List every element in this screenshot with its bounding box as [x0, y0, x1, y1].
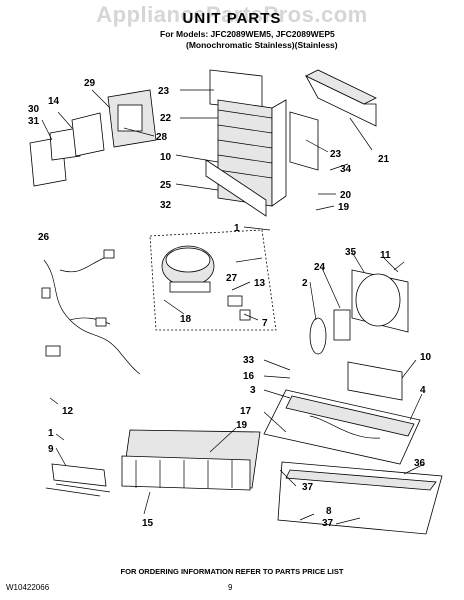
callout-3: 3 — [250, 385, 256, 396]
callout-32: 28 — [156, 132, 168, 143]
callout-13: 15 — [142, 518, 154, 529]
condenser-coil-part — [205, 69, 319, 217]
callout-14: 14 — [48, 96, 60, 107]
callout-8: 10 — [420, 352, 432, 363]
callout-6: 8 — [326, 506, 332, 517]
callout-36: 36 — [414, 458, 426, 469]
watermark: AppliancePartsPros.com — [96, 2, 368, 27]
callout-1b: 1 — [48, 428, 54, 439]
callout-26: 26 — [38, 232, 50, 243]
callout-labels: 29 14 30 31 28 23 22 10 25 32 23 34 21 2… — [28, 78, 432, 529]
callout-34: 29 — [84, 78, 96, 89]
callout-22: 22 — [160, 113, 172, 124]
model-list: For Models: JFC2089WEM5, JFC2089WEP5 (Mo… — [160, 29, 338, 51]
callout-29: 34 — [340, 164, 352, 175]
callout-2: 2 — [302, 278, 308, 289]
callout-5: 7 — [262, 318, 268, 329]
callout-20: 21 — [378, 154, 390, 165]
callout-18: 19 — [236, 420, 248, 431]
callout-23a: 23 — [158, 86, 170, 97]
base-plate-part — [263, 361, 421, 465]
callout-27: 27 — [226, 273, 238, 284]
callout-23b: 23 — [330, 149, 342, 160]
callout-33: 30 — [28, 104, 40, 115]
callout-4: 4 — [420, 385, 426, 396]
wiring-harness-part — [41, 249, 141, 375]
compressor-part — [149, 229, 277, 331]
callout-12: 13 — [254, 278, 266, 289]
callout-19: 19 — [338, 202, 350, 213]
callout-28: 32 — [160, 200, 172, 211]
page-title: UNIT PARTS — [182, 10, 282, 27]
control-box-part — [29, 89, 157, 187]
callout-9: 11 — [380, 250, 391, 261]
condenser-fan-part — [309, 261, 409, 355]
callout-30: 33 — [243, 355, 255, 366]
callout-35: 31 — [28, 116, 40, 127]
page-number: 9 — [228, 583, 233, 592]
callout-1a: 1 — [234, 223, 240, 234]
callout-37a: 37 — [302, 482, 314, 493]
callout-25: 25 — [160, 180, 172, 191]
callout-37b: 37 — [322, 518, 334, 529]
ordering-note: FOR ORDERING INFORMATION REFER TO PARTS … — [120, 567, 344, 576]
callout-15: 16 — [243, 371, 255, 382]
callout-21: 20 — [340, 190, 352, 201]
air-duct-part — [305, 69, 377, 127]
callout-17: 18 — [180, 314, 192, 325]
callout-24: 24 — [314, 262, 326, 273]
leader-lines — [41, 89, 425, 525]
relay-part — [45, 463, 111, 497]
models-line-1: For Models: JFC2089WEM5, JFC2089WEP5 — [160, 29, 335, 39]
callout-10: 10 — [160, 152, 172, 163]
callout-31: 35 — [345, 247, 357, 258]
drain-pan-part — [277, 461, 443, 535]
callout-16: 17 — [240, 406, 252, 417]
callout-11: 12 — [62, 406, 74, 417]
condenser-part — [121, 429, 261, 491]
models-line-2: (Monochromatic Stainless)(Stainless) — [186, 40, 338, 50]
callout-7: 9 — [48, 444, 54, 455]
document-code: W10422066 — [6, 583, 50, 592]
